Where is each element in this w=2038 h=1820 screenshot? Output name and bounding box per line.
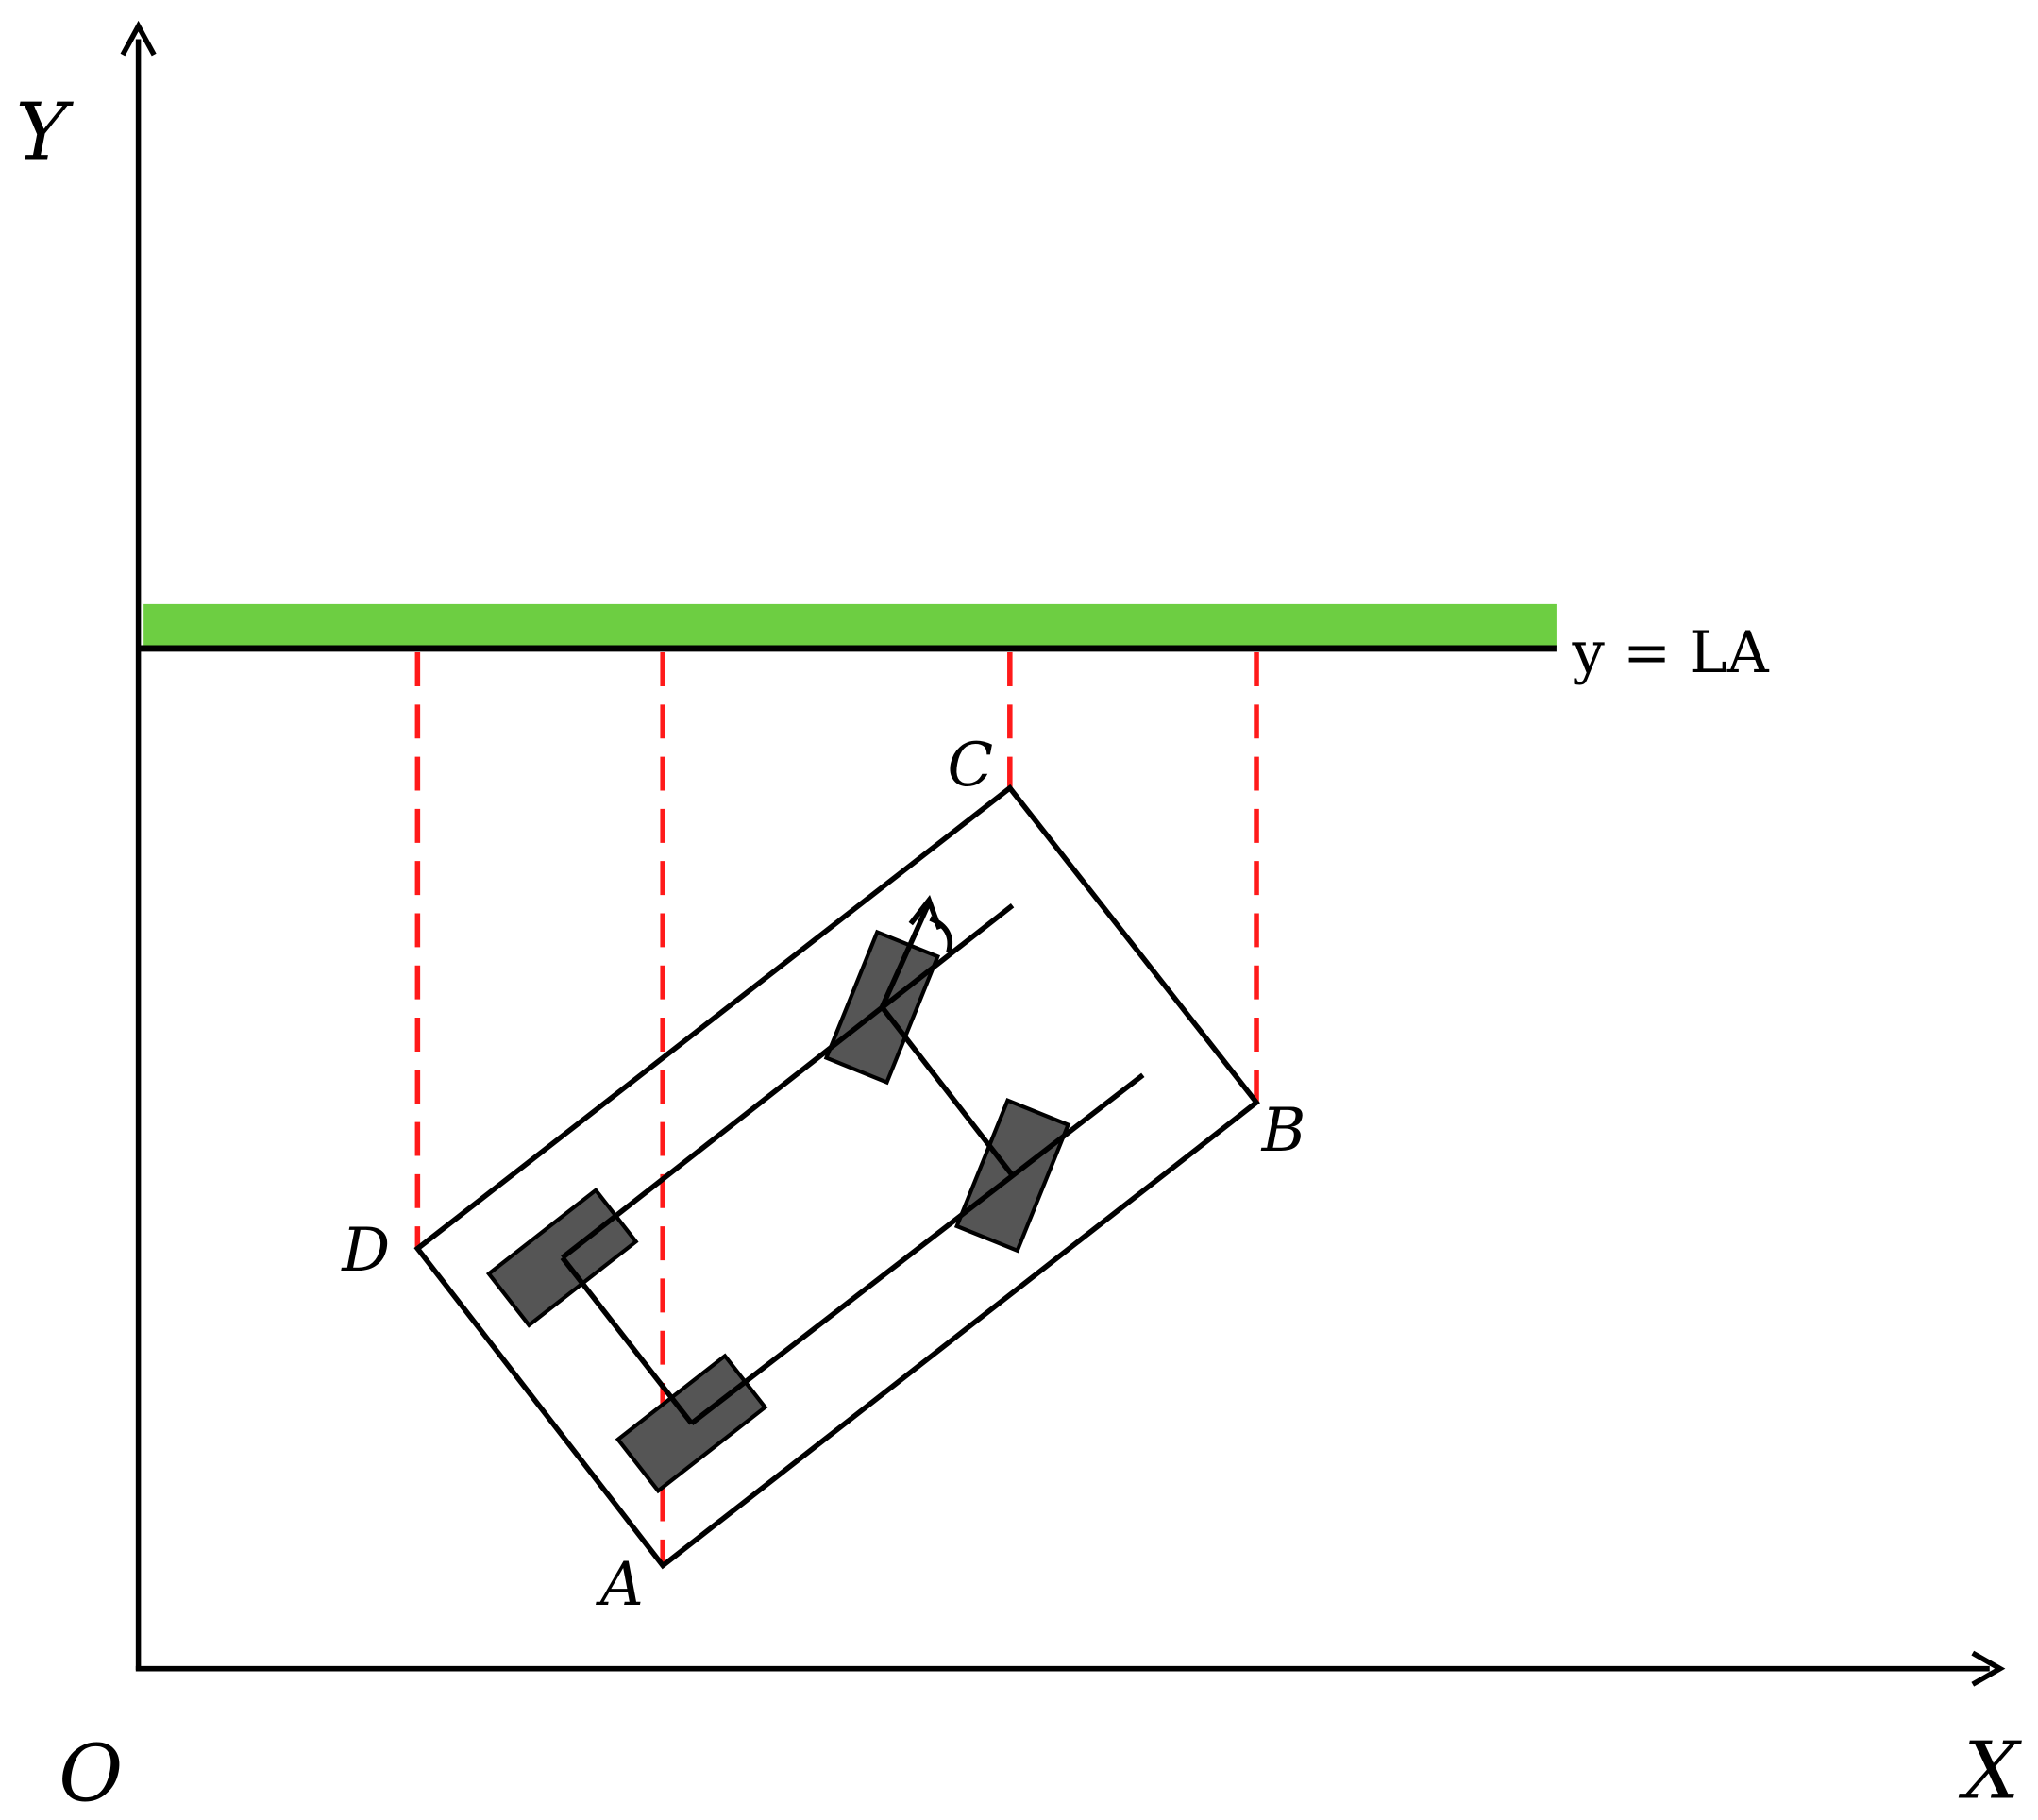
front-axle-link: [880, 1005, 1015, 1177]
y-axis-label: Y: [16, 87, 75, 178]
vehicle-body-outline: [413, 784, 1260, 1570]
steering-arrowhead: [908, 894, 942, 930]
origin-label: O: [59, 1727, 123, 1819]
boundary-strip: [143, 603, 1557, 648]
x-axis-label: X: [1958, 1726, 2022, 1817]
corner-label-c: C: [947, 730, 993, 800]
corner-label-d: D: [341, 1215, 390, 1285]
boundary-label: y = LA: [1572, 620, 1770, 686]
chassis-lines: [560, 902, 1145, 1426]
steering-vector: [879, 902, 932, 1009]
corner-label-a: A: [596, 1549, 644, 1619]
corner-label-b: B: [1261, 1095, 1306, 1165]
right-axle-line: [689, 1072, 1145, 1426]
y-axis-arrowhead: [120, 20, 157, 57]
wheels: [485, 929, 1071, 1494]
left-axle-line: [561, 902, 1015, 1260]
x-axis-arrowhead: [1971, 1650, 2006, 1687]
rear-axle-link: [560, 1255, 694, 1425]
